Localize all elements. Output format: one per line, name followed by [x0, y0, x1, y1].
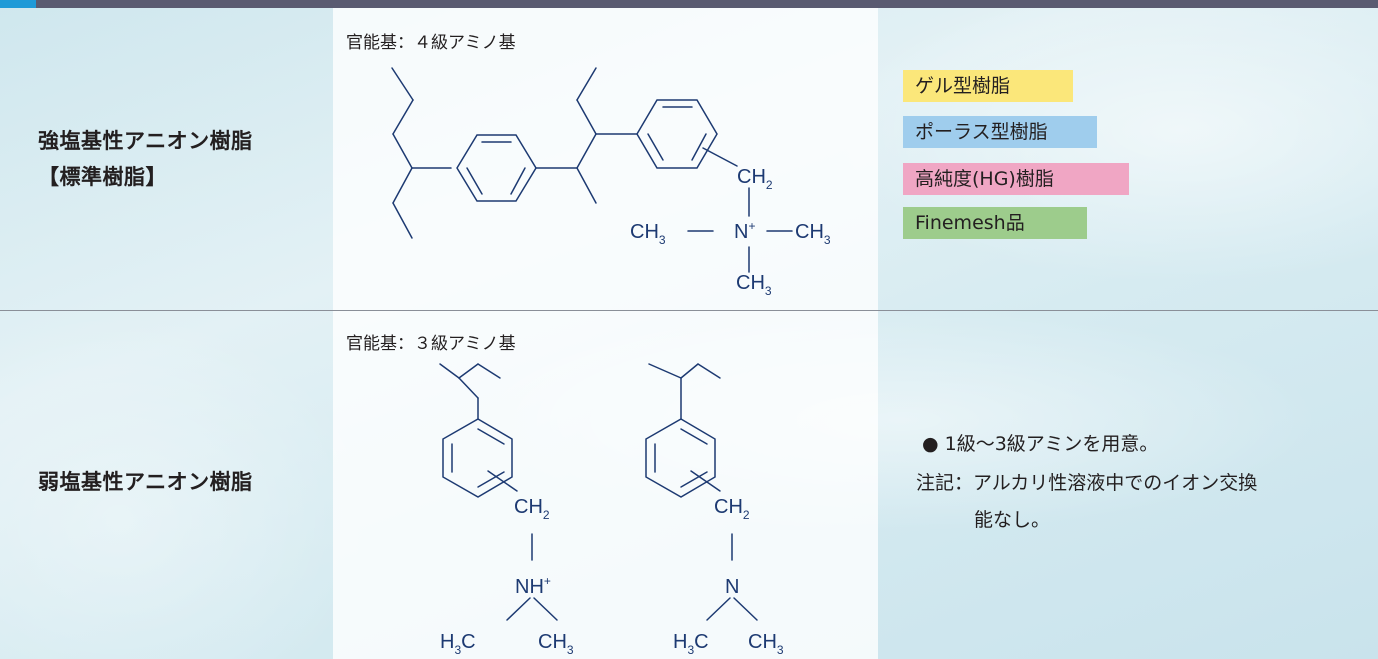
functional-group-label-quaternary: 官能基：４級アミノ基	[346, 33, 516, 53]
chem-right-ch3: CH3	[748, 631, 784, 657]
chem-right-ch2: CH2	[714, 496, 750, 522]
structure-column	[333, 8, 878, 659]
note-bullet: ● 1級～3級アミンを用意。	[922, 433, 1159, 455]
functional-group-label-tertiary: 官能基：３級アミノ基	[346, 334, 516, 354]
tag-porous-resin: ポーラス型樹脂	[903, 116, 1097, 148]
structure-diagrams: CH2 CH3 N+ CH3 CH3 CH2 NH+ H3C CH3 CH	[391, 67, 831, 657]
header-accent	[0, 0, 36, 8]
note-line1: 注記：アルカリ性溶液中でのイオン交換	[916, 472, 1258, 494]
resin-name-line2: 【標準樹脂】	[38, 165, 167, 189]
bonds-row2-right	[645, 363, 758, 621]
resin-name-line1: 強塩基性アニオン樹脂	[38, 129, 253, 153]
chem-left-ch2: CH2	[514, 496, 550, 522]
resin-name-weak-base: 弱塩基性アニオン樹脂	[38, 470, 253, 494]
row-divider	[0, 310, 1378, 311]
chem-ch3-left: CH3	[630, 221, 666, 247]
chem-right-h3c: H3C	[673, 631, 709, 657]
chem-left-h3c: H3C	[440, 631, 476, 657]
note-line2: 能なし。	[974, 509, 1051, 531]
chem-ch2: CH2	[737, 166, 773, 192]
resin-name-strong-base: 強塩基性アニオン樹脂 【標準樹脂】	[38, 123, 253, 195]
tag-gel-resin: ゲル型樹脂	[903, 70, 1073, 102]
chem-ch3-bottom: CH3	[736, 272, 772, 298]
chem-left-ch3: CH3	[538, 631, 574, 657]
tag-finemesh: Finemesh品	[903, 207, 1087, 239]
bonds-row2-left	[439, 363, 558, 621]
tag-high-purity-resin: 高純度(HG)樹脂	[903, 163, 1129, 195]
chem-left-nh-plus: NH+	[515, 574, 551, 598]
header-bar	[0, 0, 1378, 8]
chem-right-n: N	[725, 576, 739, 598]
chem-ch3-right: CH3	[795, 221, 831, 247]
chem-n-plus: N+	[734, 219, 755, 243]
bonds-row1	[391, 67, 793, 273]
